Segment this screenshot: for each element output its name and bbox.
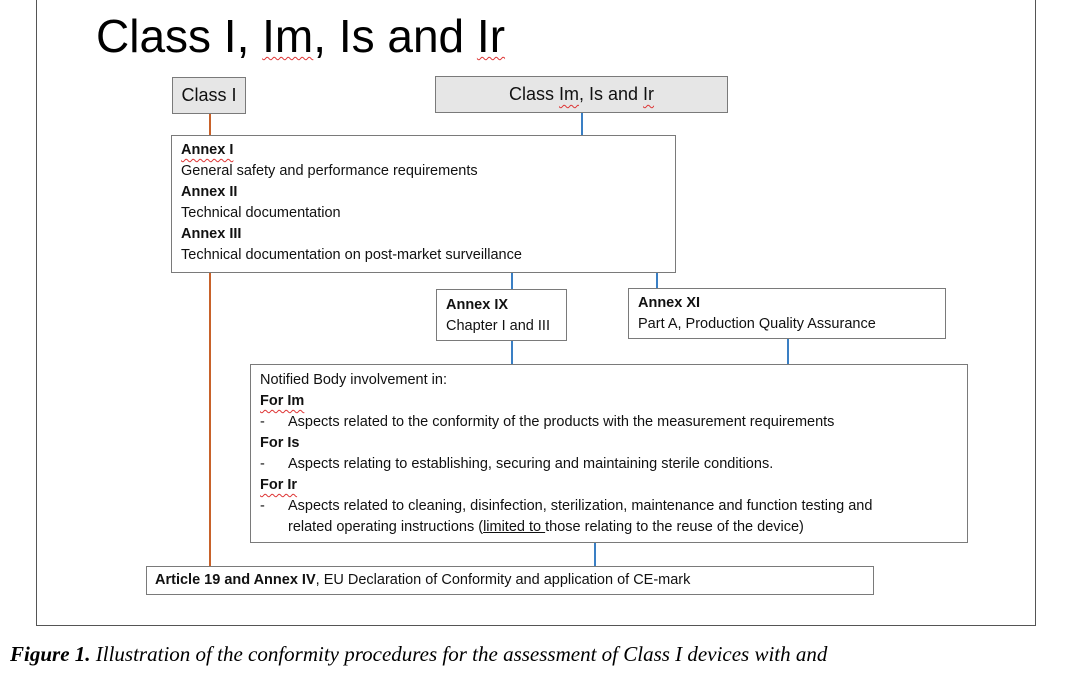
figure-caption-label: Figure 1. (10, 642, 91, 666)
annex-i-text: General safety and performance requireme… (181, 163, 478, 179)
annex-xi-text: Part A, Production Quality Assurance (638, 316, 876, 332)
title-ir: Ir (476, 10, 506, 62)
annex-xi-connector-top (656, 272, 658, 289)
class-others-mid: , Is and (578, 84, 644, 104)
notified-body-intro: Notified Body involvement in: (260, 372, 447, 388)
figure-frame (36, 0, 1036, 626)
title-prefix: Class I, (96, 10, 263, 62)
annex-xi-connector-bottom (787, 339, 789, 364)
class-others-header-label: Class Im, Is and Ir (509, 84, 654, 105)
for-is-label: For Is (260, 435, 300, 451)
annex-i-title: Annex I (181, 142, 234, 158)
article-19-text: Article 19 and Annex IV, EU Declaration … (155, 572, 691, 588)
article-19-box: Article 19 and Annex IV, EU Declaration … (146, 566, 874, 595)
class-others-header: Class Im, Is and Ir (435, 76, 728, 113)
annex-requirements-box: Annex I General safety and performance r… (171, 135, 676, 273)
class-others-connector-top (581, 113, 583, 135)
notified-body-connector-bottom (594, 543, 596, 566)
annex-xi-box: Annex XI Part A, Production Quality Assu… (628, 288, 946, 339)
class-others-ir: Ir (643, 84, 655, 104)
class-others-prefix: Class (508, 84, 559, 104)
annex-ix-title: Annex IX (446, 297, 509, 313)
for-im-label: For Im (260, 393, 305, 409)
class-i-header: Class I (172, 77, 246, 114)
figure-caption: Figure 1. Illustration of the conformity… (10, 642, 827, 667)
title-im: Im (262, 10, 314, 62)
class-i-connector-top (209, 114, 211, 136)
annex-ix-text: Chapter I and III (446, 318, 550, 334)
annex-ix-connector-bottom (511, 341, 513, 364)
for-ir-label: For Ir (260, 477, 298, 493)
for-im-item: -Aspects related to the conformity of th… (260, 414, 835, 430)
class-others-im: Im (558, 84, 579, 104)
annex-ii-text: Technical documentation (181, 205, 341, 221)
for-is-item: -Aspects relating to establishing, secur… (260, 456, 774, 472)
annex-ix-box: Annex IX Chapter I and III (436, 289, 567, 341)
class-i-header-label: Class I (181, 85, 237, 105)
annex-ii-title: Annex II (181, 184, 238, 200)
notified-body-box: Notified Body involvement in: For Im -As… (250, 364, 968, 543)
for-ir-item-line2: related operating instructions (limited … (288, 519, 804, 535)
annex-ix-connector-top (511, 272, 513, 289)
for-ir-item-line1: -Aspects related to cleaning, disinfecti… (260, 498, 873, 514)
annex-iii-title: Annex III (181, 226, 242, 242)
class-i-connector-main (209, 273, 211, 566)
page-title: Class I, Im, Is and Ir (96, 6, 505, 66)
figure-caption-text: Illustration of the conformity procedure… (90, 642, 828, 666)
annex-xi-title: Annex XI (638, 295, 701, 311)
title-mid: , Is and (313, 10, 477, 62)
annex-iii-text: Technical documentation on post-market s… (181, 247, 522, 263)
